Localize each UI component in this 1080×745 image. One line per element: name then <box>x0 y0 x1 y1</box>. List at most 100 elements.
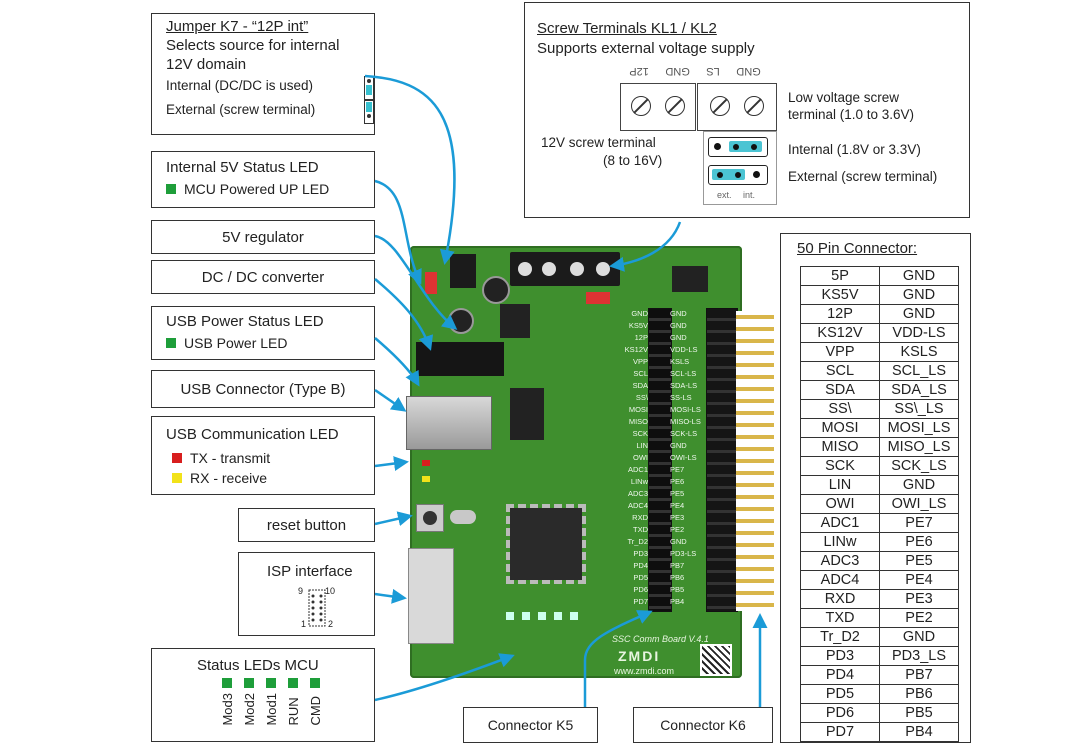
yellow-led-icon <box>172 473 182 483</box>
pin-right-cell: GND <box>879 266 959 286</box>
board-silk-label: 12P <box>634 333 648 342</box>
board-screw-terminal <box>510 252 620 286</box>
board-k6-header <box>706 308 738 612</box>
screw-terminal-ls <box>697 83 777 131</box>
ls-jumper-frame <box>703 131 777 205</box>
pin-left-cell: ADC4 <box>800 570 880 590</box>
pin-right-cell: PE7 <box>879 513 959 533</box>
pin-row: SS\SS\_LS <box>800 399 959 419</box>
isp-title: ISP interface <box>267 563 353 580</box>
screw-terminals-box: Screw Terminals KL1 / KL2 Supports exter… <box>524 2 970 218</box>
pin-right-cell: SS\_LS <box>879 399 959 419</box>
pin-left-cell: MOSI <box>800 418 880 438</box>
board-tx-led <box>422 460 430 466</box>
board-dcdc <box>416 342 504 376</box>
board-mcu <box>506 504 586 584</box>
pin-left-cell: 5P <box>800 266 880 286</box>
board-silk-label: PB5 <box>670 585 685 594</box>
green-led-icon <box>310 678 320 688</box>
pin-left-cell: OWI <box>800 494 880 514</box>
board-silk-label: SCL <box>633 369 648 378</box>
isp-pin9: 9 <box>298 586 304 596</box>
status-5v-item: MCU Powered UP LED <box>184 181 330 197</box>
board-silk-label: ADC4 <box>627 501 648 510</box>
board-silk-label: MISO <box>628 417 648 426</box>
jumper-k7-internal-label: Internal (DC/DC is used) <box>166 78 314 93</box>
board-red-jumper <box>425 272 437 294</box>
board-silk-label: OWI-LS <box>670 453 697 462</box>
board-reset-button <box>416 504 444 532</box>
pin-right-cell: PB5 <box>879 703 959 723</box>
board-isp-header <box>408 548 454 644</box>
pin-right-cell: PE3 <box>879 589 959 609</box>
board-silk-label: SS-LS <box>670 393 692 402</box>
usb-comm-title: USB Communication LED <box>166 426 339 443</box>
reset-box: reset button <box>238 508 375 542</box>
arrow-reset <box>374 511 413 526</box>
board-silk-label: GND <box>631 309 648 318</box>
board-silk-label: SDA-LS <box>670 381 698 390</box>
status-led-label: CMD <box>308 695 323 726</box>
pin-left-cell: SDA <box>800 380 880 400</box>
pin-right-cell: MOSI_LS <box>879 418 959 438</box>
screw-internal-label: Internal (1.8V or 3.3V) <box>788 142 921 157</box>
jumper-k7-desc-2: 12V domain <box>166 56 247 73</box>
green-led-icon <box>244 678 254 688</box>
usb-power-box: USB Power Status LED USB Power LED <box>151 306 375 360</box>
board-silk-label: ADC3 <box>627 489 648 498</box>
board-silk-label: TXD <box>633 525 648 534</box>
pin-right-cell: PE6 <box>879 532 959 552</box>
board-silk-label: KS12V <box>624 345 648 354</box>
board-silk-label: RXD <box>632 513 648 522</box>
board-silk-label: PD6 <box>633 585 648 594</box>
usb-comm-rx: RX - receive <box>190 470 268 486</box>
pin-right-cell: SCK_LS <box>879 456 959 476</box>
connector-k6-box: Connector K6 <box>633 707 773 743</box>
board-brand: ZMDI <box>618 648 661 664</box>
isp-pin2: 2 <box>328 619 334 629</box>
pin-left-cell: ADC1 <box>800 513 880 533</box>
board-silk-label: SS\ <box>635 393 648 402</box>
board-silk-label: MOSI-LS <box>670 405 701 414</box>
board-k5-header <box>648 308 672 612</box>
board-silk-label: VDD-LS <box>670 345 698 354</box>
status-led-label: Mod1 <box>264 693 279 726</box>
status-leds-title: Status LEDs MCU <box>197 657 319 674</box>
ls-jumper-internal-icon <box>708 137 768 157</box>
pin-right-cell: GND <box>879 304 959 324</box>
board-regulator <box>500 304 530 338</box>
pin-left-cell: VPP <box>800 342 880 362</box>
arrow-usb-comm <box>374 456 409 471</box>
board-qr-code <box>700 644 732 676</box>
jumper-k7-external-label: External (screw terminal) <box>166 102 316 117</box>
board-crystal <box>450 510 476 524</box>
board-silk-label: LIN <box>636 441 648 450</box>
pin-left-cell: MISO <box>800 437 880 457</box>
board-silk-label: PE6 <box>670 477 685 486</box>
status-leds-box: Status LEDs MCU Mod3 Mod2 Mod1 RUN CMD <box>151 648 375 742</box>
connector-k5-box: Connector K5 <box>463 707 598 743</box>
red-led-icon <box>172 453 182 463</box>
jumper-internal-icon <box>364 76 374 100</box>
pin-right-cell: GND <box>879 285 959 305</box>
isp-box: ISP interface 9 10 1 2 <box>238 552 375 636</box>
pin-left-cell: SCK <box>800 456 880 476</box>
board-ic-top <box>672 266 708 292</box>
pin-right-cell: SCL_LS <box>879 361 959 381</box>
board-silk-label: Tr_D2 <box>627 537 648 546</box>
pin-right-cell: PB7 <box>879 665 959 685</box>
board-url: www.zmdi.com <box>614 666 675 676</box>
green-led-icon <box>266 678 276 688</box>
board-capacitor-2 <box>448 308 474 334</box>
pcb-board: SSC Comm Board V.4.1 ZMDI www.zmdi.com G… <box>406 246 742 678</box>
screw-12v-1: 12V screw terminal <box>541 135 656 150</box>
board-name: SSC Comm Board V.4.1 <box>612 634 709 644</box>
